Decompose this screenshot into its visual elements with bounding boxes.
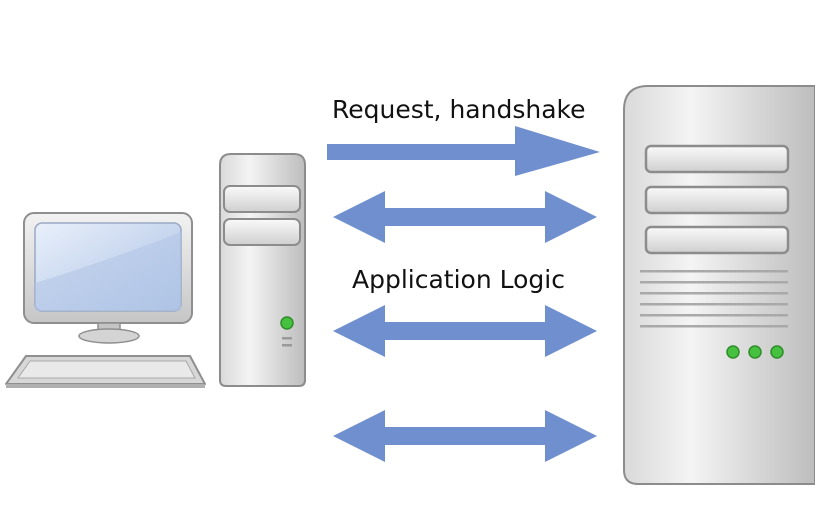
bidirectional-arrow-icon bbox=[333, 305, 597, 357]
server-led-icon bbox=[726, 345, 740, 359]
power-led-icon bbox=[280, 316, 294, 330]
request-arrow-icon bbox=[327, 126, 600, 176]
server-led-icon bbox=[770, 345, 784, 359]
server-tower-icon bbox=[623, 85, 815, 485]
server-vent-lines bbox=[640, 270, 788, 328]
bidirectional-arrow-icon bbox=[333, 410, 597, 462]
client-tower-icon bbox=[219, 153, 306, 387]
request-handshake-label: Request, handshake bbox=[332, 95, 586, 124]
server-led-icon bbox=[748, 345, 762, 359]
bidirectional-arrow-icon bbox=[333, 191, 597, 243]
application-logic-label: Application Logic bbox=[352, 265, 565, 294]
desktop-computer-icon bbox=[5, 212, 206, 388]
